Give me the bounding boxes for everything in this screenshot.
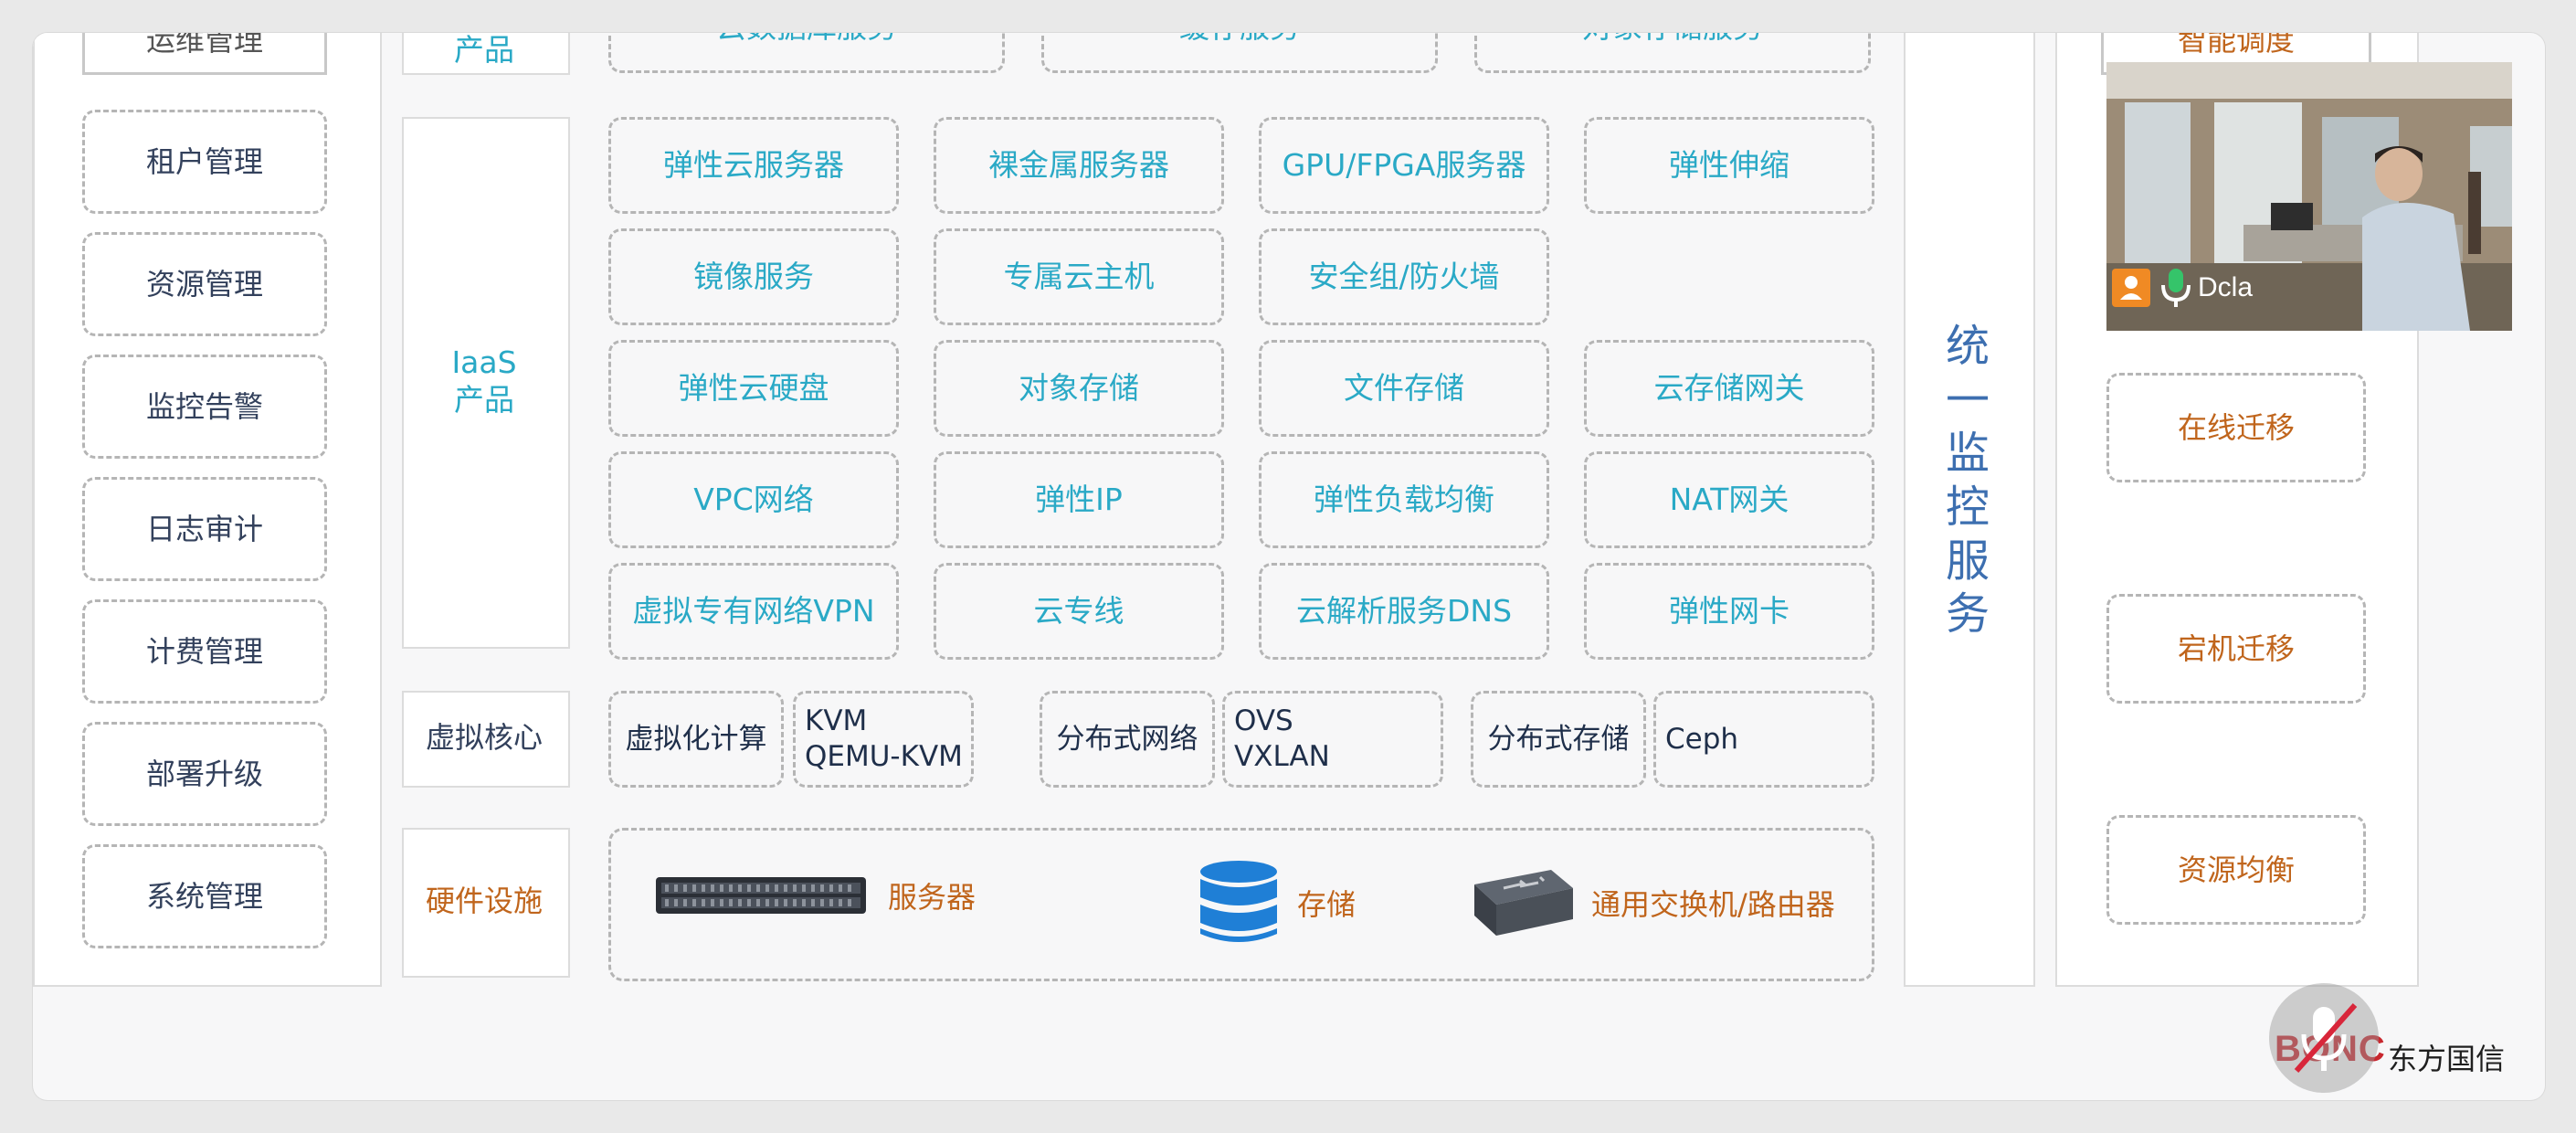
left-menu-item[interactable]: 计费管理	[82, 599, 327, 704]
hardware-storage[interactable]: 存储	[1198, 859, 1356, 947]
iaas-service-card[interactable]: 弹性云服务器	[608, 117, 899, 214]
iaas-service-card[interactable]: 虚拟专有网络VPN	[608, 563, 899, 660]
database-icon	[1200, 861, 1277, 942]
hardware-container	[608, 828, 1874, 981]
virtual-compute-tech[interactable]: KVM QEMU-KVM	[793, 691, 974, 788]
iaas-service-card[interactable]: 云存储网关	[1584, 340, 1874, 437]
left-menu-item[interactable]: 监控告警	[82, 355, 327, 459]
iaas-service-card[interactable]: 弹性网卡	[1584, 563, 1874, 660]
participant-name: Dcla	[2198, 272, 2254, 302]
distributed-network-tech[interactable]: OVS VXLAN	[1222, 691, 1443, 788]
distributed-storage-label[interactable]: 分布式存储	[1471, 691, 1646, 788]
category-top-panel	[402, 33, 570, 75]
service-card-partial[interactable]: 缓存服务	[1041, 33, 1438, 73]
virtual-compute-label[interactable]: 虚拟化计算	[608, 691, 784, 788]
participant-avatar-icon	[2112, 269, 2150, 307]
left-menu-item[interactable]: 系统管理	[82, 844, 327, 948]
category-iaas-label: IaaS 产品	[451, 344, 517, 418]
mic-muted-overlay-icon[interactable]	[2269, 983, 2379, 1093]
iaas-service-card[interactable]: 弹性伸缩	[1584, 117, 1874, 214]
hardware-switch[interactable]: 通用交换机/路由器	[1456, 864, 1835, 941]
category-virtual-core-panel	[402, 691, 570, 788]
iaas-service-card[interactable]: 对象存储	[934, 340, 1224, 437]
network-switch-icon	[1474, 870, 1573, 936]
iaas-service-card[interactable]: 文件存储	[1259, 340, 1549, 437]
screen-share-canvas: 运维管理 租户管理资源管理监控告警日志审计计费管理部署升级系统管理 产品 Iaa…	[33, 33, 2545, 1100]
participant-video-icon	[2106, 62, 2512, 331]
hardware-server-label: 服务器	[888, 880, 977, 915]
iaas-service-card[interactable]: 弹性云硬盘	[608, 340, 899, 437]
iaas-service-card[interactable]: 云专线	[934, 563, 1224, 660]
category-virtual-core-label: 虚拟核心	[425, 720, 543, 755]
monitor-service-panel	[1904, 33, 2035, 987]
category-hardware-label: 硬件设施	[425, 884, 543, 918]
left-menu-item[interactable]: 日志审计	[82, 477, 327, 581]
service-card-partial[interactable]: 对象存储服务	[1474, 33, 1871, 73]
left-menu-item[interactable]: 部署升级	[82, 722, 327, 826]
microphone-icon[interactable]	[2158, 265, 2194, 309]
category-top-partial-label: 产品	[454, 33, 514, 69]
left-menu-item[interactable]: 租户管理	[82, 110, 327, 214]
iaas-service-card[interactable]: GPU/FPGA服务器	[1259, 117, 1549, 214]
left-management-panel	[33, 33, 382, 987]
distributed-storage-tech[interactable]: Ceph	[1653, 691, 1874, 788]
iaas-service-card[interactable]: 弹性IP	[934, 451, 1224, 548]
service-card-partial[interactable]: 云数据库服务	[608, 33, 1005, 73]
watermark-text: 东方国信	[2388, 1042, 2506, 1076]
iaas-service-card[interactable]: 专属云主机	[934, 228, 1224, 325]
distributed-network-label[interactable]: 分布式网络	[1040, 691, 1215, 788]
server-rack-icon	[656, 877, 866, 914]
iaas-service-card[interactable]: 裸金属服务器	[934, 117, 1224, 214]
category-hardware-panel	[402, 828, 570, 978]
iaas-service-card[interactable]: NAT网关	[1584, 451, 1874, 548]
iaas-service-card[interactable]: 镜像服务	[608, 228, 899, 325]
iaas-service-card[interactable]: VPC网络	[608, 451, 899, 548]
hardware-switch-label: 通用交换机/路由器	[1591, 887, 1835, 922]
iaas-service-card[interactable]: 弹性负载均衡	[1259, 451, 1549, 548]
monitor-service-label: 统一监控服务	[1945, 321, 1990, 641]
video-thumbnail[interactable]: Dcla	[2106, 62, 2512, 331]
right-menu-item[interactable]: 在线迁移	[2106, 373, 2366, 482]
iaas-service-card[interactable]: 安全组/防火墙	[1259, 228, 1549, 325]
iaas-service-card[interactable]: 云解析服务DNS	[1259, 563, 1549, 660]
left-menu-item[interactable]: 资源管理	[82, 232, 327, 336]
right-menu-item[interactable]: 资源均衡	[2106, 815, 2366, 925]
left-menu-top-partial[interactable]: 运维管理	[82, 33, 327, 75]
hardware-server[interactable]: 服务器	[654, 874, 976, 917]
category-iaas-panel	[402, 117, 570, 649]
right-menu-item[interactable]: 宕机迁移	[2106, 594, 2366, 704]
hardware-storage-label: 存储	[1297, 887, 1357, 922]
